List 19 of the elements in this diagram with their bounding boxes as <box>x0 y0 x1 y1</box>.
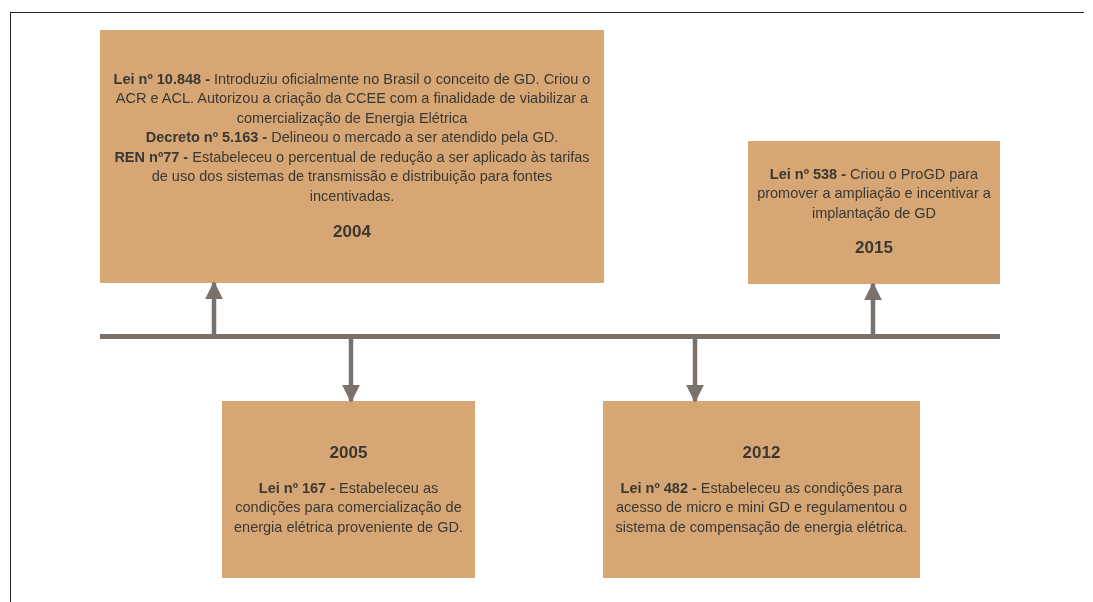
event-box <box>222 401 475 578</box>
event-description: Decreto nº 5.163 - Delineou o mercado a ser atendido pela GD. <box>145 128 559 148</box>
arrow <box>342 339 360 403</box>
year-label: 2004 <box>333 220 371 243</box>
event-description: Lei nº 10.848 - Introduziu oficialmente no Brasil o conceito de GD. Criou o ACR e ACL. Autorizou a criação da CCEE com a finalidade de viabilizar a comercialização de Energia Elétrica <box>112 69 592 128</box>
event-description: Lei nº 538 - Criou o ProGD para promover a ampliação e incentivar a implantação de GD <box>756 164 992 223</box>
year-label: 2005 <box>329 441 368 464</box>
timeline-bar <box>100 334 1000 339</box>
year-label: 2012 <box>742 441 781 464</box>
year-label: 2015 <box>855 237 893 260</box>
event-description: REN nº77 - Estabeleceu o percentual de redução a ser aplicado às tarifas de uso dos sistemas de transmissão e distribuição para fontes incentivadas. <box>113 147 591 206</box>
arrow <box>864 282 882 334</box>
event-box <box>603 401 920 578</box>
arrow <box>205 281 223 334</box>
event-box <box>748 141 1000 284</box>
event-description: Lei nº 482 - Estabeleceu as condições para acesso de micro e mini GD e regulamentou o sistema de compensação de energia elétrica. <box>614 478 909 537</box>
arrow <box>686 339 704 403</box>
event-description: Lei nº 167 - Estabeleceu as condições para comercialização de energia elétrica proveniente de GD. <box>233 478 464 537</box>
event-box <box>100 30 604 283</box>
